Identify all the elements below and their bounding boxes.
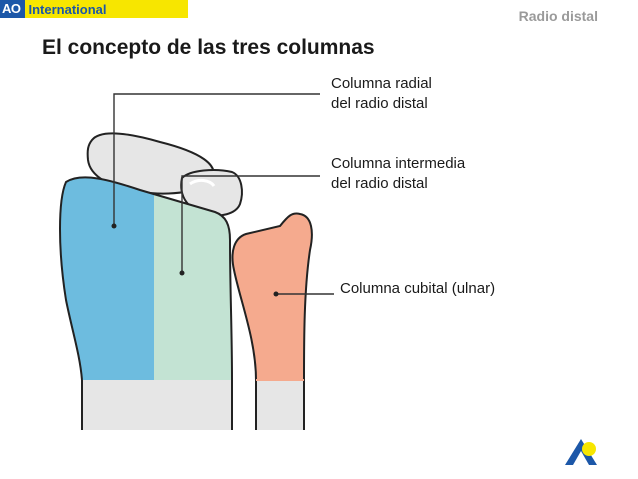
ao-logo-bar: AO International: [0, 0, 188, 18]
intermediate-label-line-2: del radio distal: [331, 175, 428, 192]
radial-label-line-1: Columna radial: [331, 75, 432, 92]
radius-shaft: [82, 378, 232, 430]
radial-label-line-2: del radio distal: [331, 95, 428, 112]
radial-callout-line: [113, 93, 320, 226]
carpal-highlight: [189, 178, 216, 187]
radial-column: [60, 177, 154, 380]
radial-column-label: Columna radial del radio distal: [331, 74, 432, 114]
intermediate-callout-line: [181, 175, 320, 273]
ulnar-column-label: Columna cubital (ulnar): [340, 280, 496, 297]
intermediate-column-label: Columna intermedia del radio distal: [331, 154, 465, 194]
ulna-shaft: [256, 378, 304, 430]
intermediate-callout-dot: [179, 270, 185, 276]
radial-callout-dot: [111, 223, 117, 229]
radius-outline: [59, 176, 233, 381]
logo-ao-text: AO: [0, 0, 25, 18]
ulnar-callout-dot: [273, 291, 279, 297]
section-label: Radio distal: [518, 8, 598, 24]
intermediate-label-line-1: Columna intermedia: [331, 155, 466, 172]
ao-triangle-logo-icon: [565, 439, 597, 465]
slide-title: El concepto de las tres columnas: [42, 36, 375, 59]
logo-international-text: International: [28, 1, 107, 17]
ulnar-column: [231, 212, 313, 381]
